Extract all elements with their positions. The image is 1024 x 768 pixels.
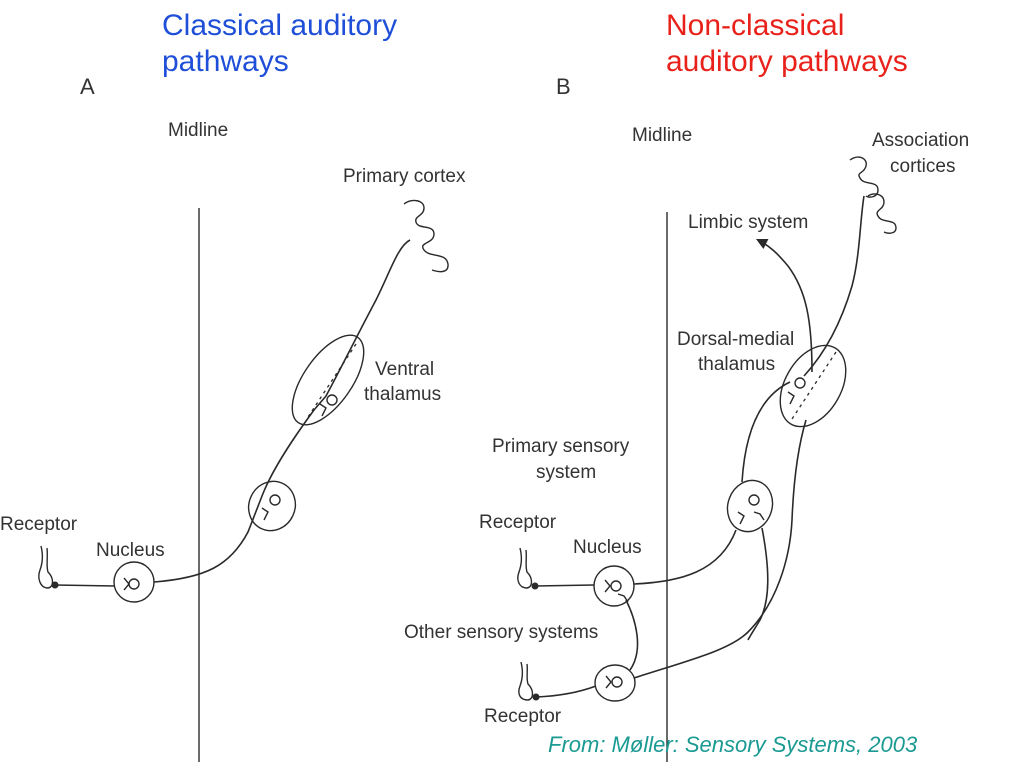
dorsal-medial-thalamus-label-2: thalamus xyxy=(698,354,775,375)
ventral-thalamus-cell-body xyxy=(326,394,338,406)
other-sensory-systems-label: Other sensory systems xyxy=(404,622,598,643)
panel-a-relay-cell-body xyxy=(269,494,281,506)
classical-title-line-2: pathways xyxy=(162,45,289,78)
thalamus-to-association-axon xyxy=(803,195,865,377)
dorsal-medial-cell-body xyxy=(794,377,806,389)
thalamus-to-limbic-axon xyxy=(755,238,813,373)
primary-to-relay-axon xyxy=(633,529,737,585)
dorsal-medial-synapse xyxy=(787,391,795,405)
panel-a-nucleus-synapse xyxy=(123,577,130,591)
nonclassical-title-line-1: Non-classical xyxy=(666,9,845,42)
panel-b-receptor-bottom-label: Receptor xyxy=(484,706,562,727)
ventral-thalamus-label-1: Ventral xyxy=(375,359,434,380)
panel-b-relay-synapse-2 xyxy=(753,511,765,521)
nonclassical-title-line-2: auditory pathways xyxy=(666,45,908,78)
panel-b-letter: B xyxy=(556,74,571,99)
dorsal-medial-thalamus-label-1: Dorsal-medial xyxy=(677,329,794,350)
classical-pathway-axon xyxy=(54,239,411,587)
panel-a-nucleus-label: Nucleus xyxy=(96,540,165,561)
ventral-thalamus-divider xyxy=(305,343,357,421)
panel-b-relay-synapse-1 xyxy=(737,511,745,525)
panel-b-nucleus-label: Nucleus xyxy=(573,537,642,558)
other-sensory-synapse xyxy=(605,675,612,689)
ventral-thalamus-label-2: thalamus xyxy=(364,384,441,405)
primary-cortex-label: Primary cortex xyxy=(343,166,466,187)
panel-a-midline-label: Midline xyxy=(168,120,228,141)
limbic-system-label: Limbic system xyxy=(688,212,808,233)
association-cortex-lower-icon xyxy=(867,193,897,234)
panel-b: B Midline Association cortices Limbic sy… xyxy=(404,74,969,762)
panel-b-midline-label: Midline xyxy=(632,125,692,146)
panel-b-relay-cell-body xyxy=(748,494,760,506)
other-sensory-cell-body xyxy=(611,676,623,688)
dorsal-medial-thalamus-icon xyxy=(779,344,847,428)
panel-a-receptor-icon xyxy=(38,545,54,589)
primary-sensory-system-label-2: system xyxy=(536,462,596,483)
panel-b-nucleus-synapse-1 xyxy=(604,579,611,593)
panel-a: A Midline Primary cortex Ventral thalamu… xyxy=(0,74,466,762)
primary-cortex-icon xyxy=(403,199,449,273)
classical-title-line-1: Classical auditory xyxy=(162,9,398,42)
primary-sensory-system-label-1: Primary sensory xyxy=(492,436,630,457)
panel-b-receptor-top-label: Receptor xyxy=(479,512,557,533)
panel-b-nucleus-icon xyxy=(593,565,635,607)
panel-b-relay-nucleus-icon xyxy=(726,479,774,533)
panel-b-receptor-top-icon xyxy=(517,547,533,589)
other-sensory-nucleus-icon xyxy=(594,664,636,702)
relay-upward-axon xyxy=(741,381,791,483)
other-to-thalamus-axon xyxy=(633,419,807,679)
panel-a-letter: A xyxy=(80,74,95,99)
panel-b-receptor-bottom-icon xyxy=(518,661,534,701)
other-sensory-axon xyxy=(535,685,597,698)
panel-a-relay-synapse xyxy=(261,507,269,521)
panel-a-nucleus-cell-body xyxy=(128,578,140,590)
panel-a-nucleus-icon xyxy=(113,561,155,603)
panel-a-relay-nucleus-icon xyxy=(247,480,297,532)
source-credit: From: Møller: Sensory Systems, 2003 xyxy=(548,732,918,757)
association-cortices-label-2: cortices xyxy=(890,156,955,177)
nucleus-to-other-nucleus-axon xyxy=(625,599,639,671)
classical-pathways-title: Classical auditory pathways xyxy=(162,8,462,80)
panel-b-nucleus-cell-body xyxy=(610,580,622,592)
ventral-thalamus-synapse xyxy=(319,403,327,417)
association-cortices-label-1: Association xyxy=(872,130,969,151)
panel-a-receptor-label: Receptor xyxy=(0,514,78,535)
ventral-thalamus-icon xyxy=(291,334,365,426)
relay-to-thalamus-axon xyxy=(747,527,769,641)
association-cortex-upper-icon xyxy=(849,156,879,198)
nonclassical-pathways-title: Non-classical auditory pathways xyxy=(666,8,966,80)
primary-sensory-axon xyxy=(534,584,595,587)
